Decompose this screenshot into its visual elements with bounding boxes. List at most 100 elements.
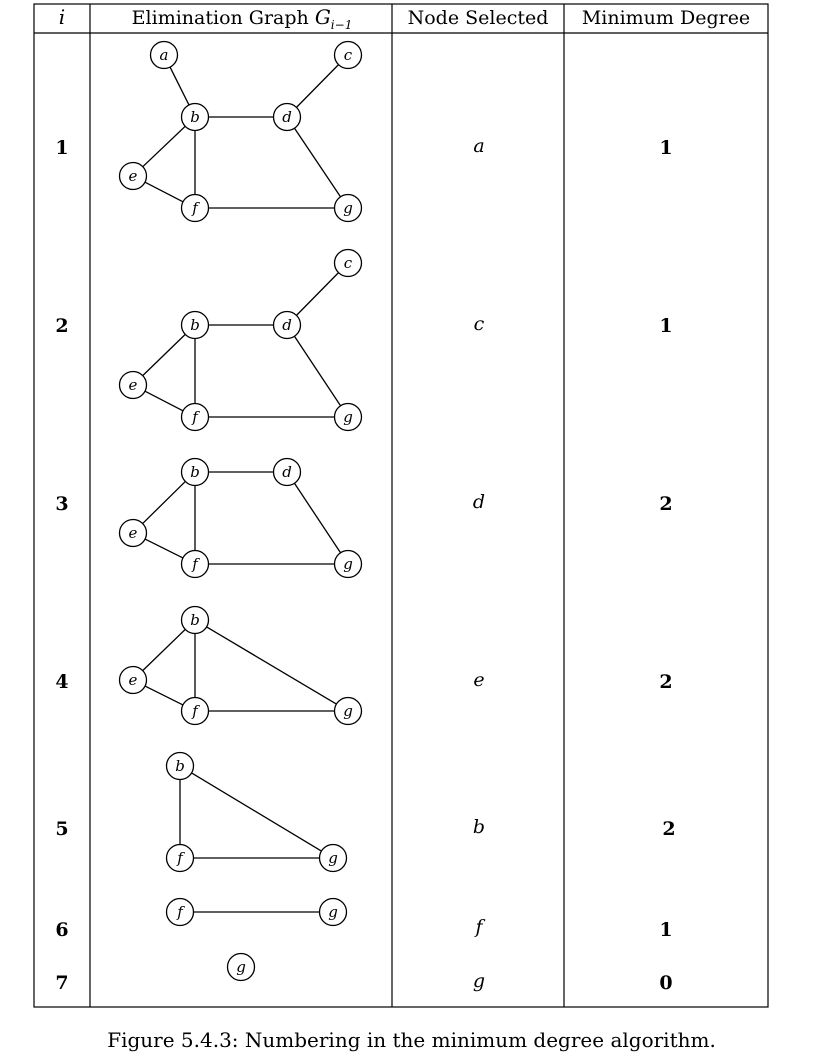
graph-node-label-e: e [129, 524, 138, 542]
row-index: 5 [55, 818, 68, 840]
graph-node-label-f: f [176, 903, 185, 921]
minimum-degree-value: 0 [659, 972, 672, 994]
graph-node-f [165, 843, 195, 873]
graph-node-label-e: e [129, 167, 138, 185]
graph-node-d [272, 457, 302, 487]
header-graph-label: Elimination Graph [132, 7, 315, 29]
graph-edge-b-g [206, 626, 337, 705]
graph-node-label-g: g [328, 903, 338, 921]
row-index: 6 [55, 919, 68, 941]
header-minimum-degree: Minimum Degree [582, 7, 750, 29]
graph-node-f [180, 549, 210, 579]
minimum-degree-value: 2 [662, 818, 675, 840]
graph-node-c [333, 40, 363, 70]
graph-node-label-d: d [282, 316, 292, 334]
graph-node-label-g: g [328, 849, 338, 867]
graph-node-label-f: f [191, 408, 200, 426]
graph-node-f [180, 696, 210, 726]
graph-edge-c-d [296, 272, 339, 316]
row-1: 1 a 1 a b c d e f g [55, 40, 673, 223]
graph-edge-e-f [144, 390, 184, 412]
graph-node-f [180, 193, 210, 223]
graph-node-label-b: b [190, 108, 200, 126]
elimination-graph: b c d e f g [118, 248, 363, 432]
graph-node-b [180, 310, 210, 340]
node-selected-value: a [473, 135, 484, 157]
graph-edge-b-e [142, 125, 186, 168]
graph-node-g [333, 402, 363, 432]
header-elimination-graph: Elimination Graph Gi−1 [132, 5, 353, 32]
graph-node-g [333, 193, 363, 223]
graph-node-label-g: g [343, 199, 353, 217]
row-index: 3 [55, 493, 68, 515]
graph-edge-d-g [293, 127, 342, 198]
graph-node-label-a: a [160, 46, 169, 64]
graph-node-label-g: g [236, 958, 246, 976]
graph-edge-e-f [144, 685, 184, 706]
node-selected-value: b [473, 816, 485, 838]
graph-edge-d-g [293, 482, 342, 554]
row-index: 4 [55, 671, 68, 693]
elimination-graph: g [226, 952, 256, 982]
graph-node-f [165, 897, 195, 927]
graph-node-b [180, 457, 210, 487]
graph-node-label-g: g [343, 702, 353, 720]
elimination-graph: a b c d e f g [118, 40, 363, 223]
graph-node-e [118, 370, 148, 400]
graph-node-g [333, 549, 363, 579]
graph-node-label-g: g [343, 408, 353, 426]
graph-edge-b-e [142, 481, 186, 524]
node-selected-value: f [473, 916, 485, 938]
graph-node-label-f: f [191, 702, 200, 720]
graph-node-label-d: d [282, 463, 292, 481]
graph-node-label-f: f [191, 199, 200, 217]
graph-node-label-f: f [176, 849, 185, 867]
graph-edge-c-d [296, 64, 339, 108]
graph-node-d [272, 102, 302, 132]
minimum-degree-value: 1 [659, 919, 672, 941]
minimum-degree-value: 2 [659, 671, 672, 693]
row-5: 5 b 2 b f g [55, 751, 676, 873]
minimum-degree-value: 1 [659, 137, 672, 159]
elimination-graph: b f g [165, 751, 348, 873]
graph-node-f [180, 402, 210, 432]
graph-node-g [226, 952, 256, 982]
graph-edge-b-e [142, 333, 186, 377]
graph-node-label-c: c [344, 254, 353, 272]
header-i: i [59, 5, 65, 29]
graph-node-b [165, 751, 195, 781]
graph-node-c [333, 248, 363, 278]
graph-node-label-d: d [282, 108, 292, 126]
graph-node-b [180, 102, 210, 132]
graph-node-e [118, 161, 148, 191]
node-selected-value: e [473, 669, 484, 691]
minimum-degree-value: 2 [659, 493, 672, 515]
graph-node-label-e: e [129, 671, 138, 689]
header-graph-symbol: G [315, 5, 331, 29]
graph-node-label-c: c [344, 46, 353, 64]
row-index: 1 [55, 137, 68, 159]
header-node-selected: Node Selected [408, 7, 549, 29]
graph-node-g [333, 696, 363, 726]
minimum-degree-value: 1 [659, 315, 672, 337]
graph-node-label-b: b [190, 316, 200, 334]
graph-edge-e-f [144, 538, 184, 559]
graph-edge-b-g [191, 772, 322, 852]
graph-node-label-b: b [190, 463, 200, 481]
node-selected-value: c [474, 313, 485, 335]
graph-edge-a-b [169, 66, 190, 106]
graph-node-g [318, 897, 348, 927]
row-7: 7 g 0 g [55, 952, 673, 994]
graph-edge-e-f [144, 181, 184, 203]
graph-node-label-b: b [175, 757, 185, 775]
graph-node-label-f: f [191, 555, 200, 573]
graph-node-label-e: e [129, 376, 138, 394]
graph-node-e [118, 518, 148, 548]
row-index: 7 [55, 972, 68, 994]
